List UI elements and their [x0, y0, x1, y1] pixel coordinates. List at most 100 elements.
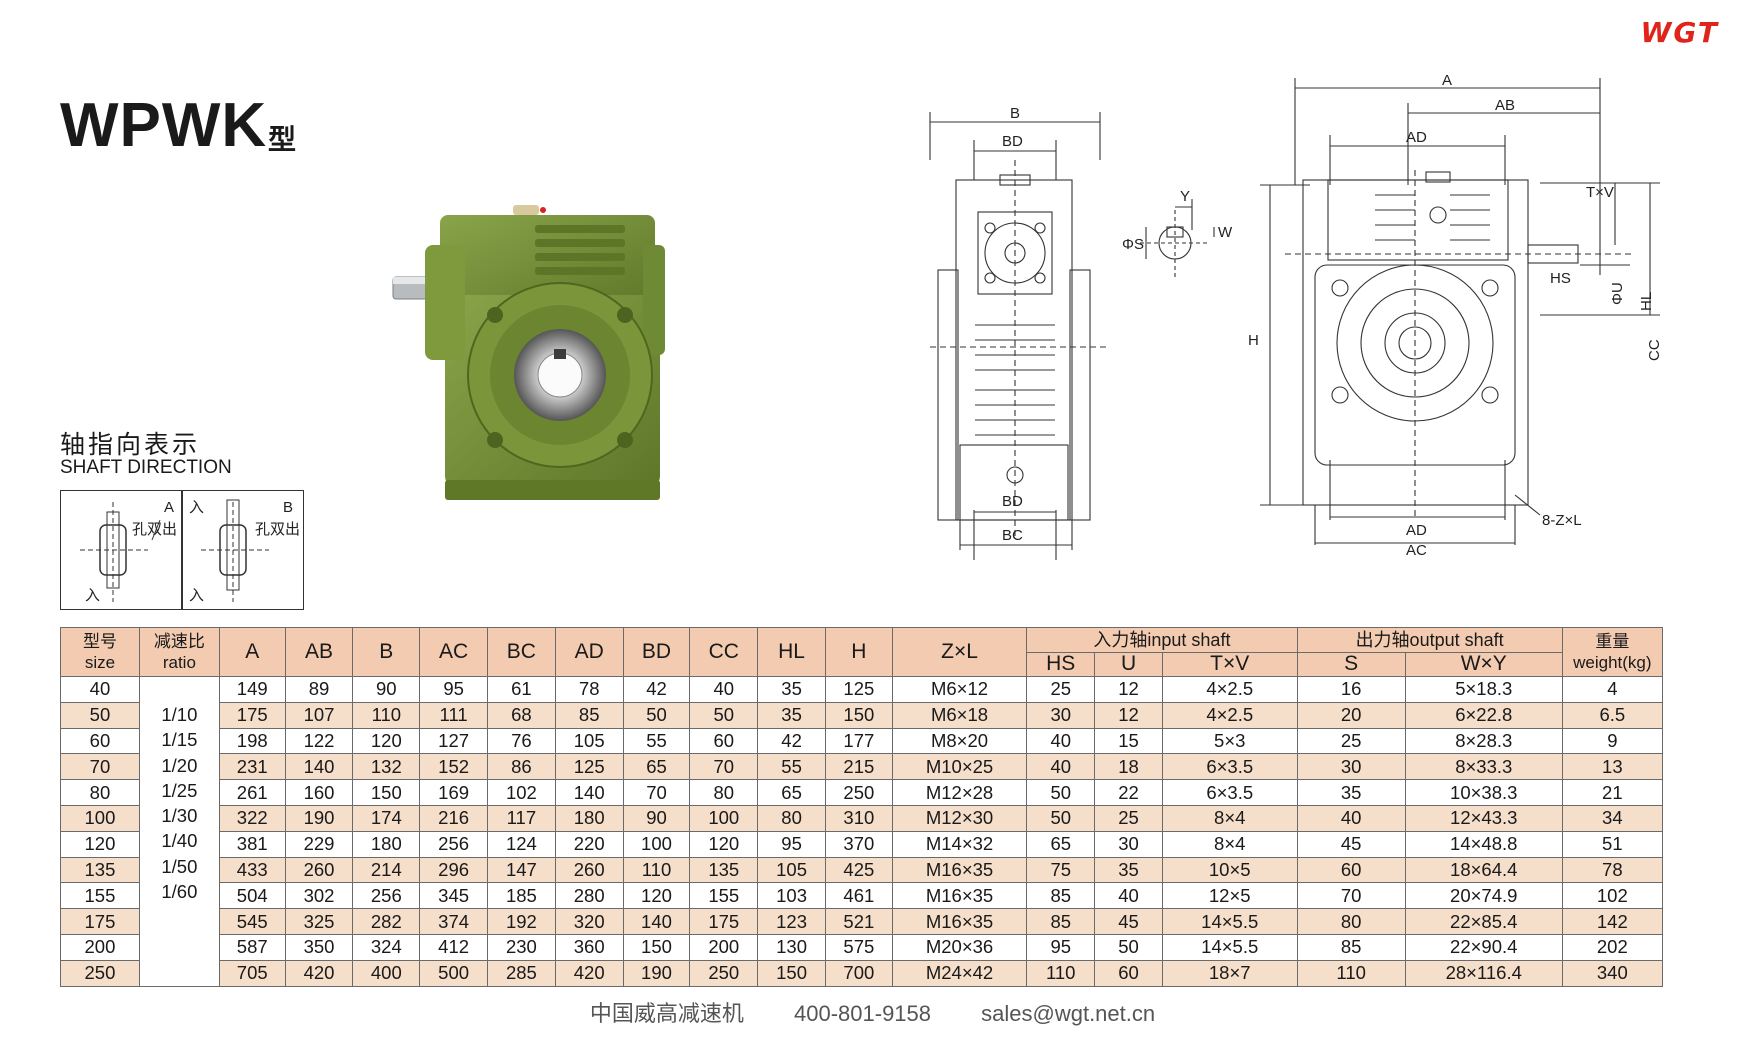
table-cell: 198 [218, 727, 286, 755]
table-cell: 150 [757, 959, 826, 987]
table-cell: 68 [487, 701, 556, 729]
table-cell: 125 [554, 753, 624, 781]
table-cell: 190 [284, 804, 354, 832]
model-suffix: 型 [268, 124, 297, 155]
table-cell: 51 [1561, 830, 1664, 858]
dim-w: W [1218, 224, 1233, 241]
dim-a: A [1442, 75, 1452, 89]
table-cell: 200 [689, 933, 759, 961]
table-cell: 123 [757, 908, 826, 935]
table-cell: 200 [60, 933, 140, 961]
table-cell: 12×43.3 [1404, 804, 1563, 832]
table-cell: 140 [284, 753, 354, 781]
table-cell: 214 [352, 856, 421, 884]
table-cell: 34 [1561, 804, 1664, 832]
table-cell: 250 [689, 959, 759, 987]
table-cell: 185 [487, 882, 556, 910]
header-s: S [1296, 652, 1406, 677]
table-cell: 40 [1296, 804, 1406, 832]
table-cell: 70 [689, 753, 759, 781]
table-cell: 135 [689, 856, 759, 884]
table-cell: 105 [554, 727, 624, 755]
table-cell: 6.5 [1561, 701, 1664, 729]
table-cell: 12 [1094, 676, 1163, 703]
dim-y: Y [1180, 188, 1190, 205]
table-cell: 89 [284, 676, 354, 703]
table-cell: 350 [284, 933, 354, 961]
table-cell: 461 [824, 882, 893, 910]
table-cell: 12×5 [1161, 882, 1298, 910]
table-cell: 95 [1026, 933, 1096, 961]
table-cell: 25 [1026, 676, 1096, 703]
ratio-value: 1/40 [161, 830, 198, 852]
table-cell: 202 [1561, 933, 1664, 961]
table-cell: 310 [824, 804, 893, 832]
table-cell: 587 [218, 933, 286, 961]
gearbox-product-image [392, 205, 665, 500]
table-cell: 18×7 [1161, 959, 1298, 987]
table-cell: M16×35 [891, 882, 1028, 910]
table-cell: 400 [352, 959, 421, 987]
table-cell: 111 [419, 701, 488, 729]
table-cell: 152 [419, 753, 488, 781]
table-cell: 50 [1026, 804, 1096, 832]
dim-bd-bottom: BD [1002, 493, 1023, 510]
header-weight-cn: 重量 [1595, 632, 1630, 651]
side-view-drawing: B BD BD BC [929, 105, 1110, 560]
table-cell: 85 [1026, 908, 1096, 935]
table-cell: 135 [60, 856, 140, 884]
table-cell: 345 [419, 882, 488, 910]
table-cell: 40 [1094, 882, 1163, 910]
table-cell: 60 [689, 727, 759, 755]
table-cell: 15 [1094, 727, 1163, 755]
header-size-cn: 型号 [82, 632, 117, 651]
table-cell: 105 [757, 856, 826, 884]
table-cell: 78 [554, 676, 624, 703]
table-cell: 280 [554, 882, 624, 910]
table-cell: 110 [352, 701, 421, 729]
table-cell: 5×18.3 [1404, 676, 1563, 703]
table-cell: 40 [1026, 753, 1096, 781]
table-cell: 40 [1026, 727, 1096, 755]
table-cell: 260 [554, 856, 624, 884]
table-cell: 504 [218, 882, 286, 910]
table-cell: 60 [1296, 856, 1406, 884]
direction-b-in-top-label: 入 [189, 499, 204, 516]
table-cell: 175 [689, 908, 759, 935]
table-cell: 10×5 [1161, 856, 1298, 884]
table-cell: 216 [419, 804, 488, 832]
dim-u: ΦU [1609, 282, 1626, 305]
table-cell: 120 [622, 882, 691, 910]
table-cell: 322 [218, 804, 286, 832]
table-cell: 130 [757, 933, 826, 961]
table-cell: 55 [622, 727, 691, 755]
table-cell: 6×3.5 [1161, 779, 1298, 806]
header-ratio-cn: 减速比 [153, 632, 205, 651]
ratio-value: 1/15 [161, 729, 198, 751]
table-cell: 190 [622, 959, 691, 987]
table-cell: M6×18 [891, 701, 1028, 729]
header-zl: Z×L [891, 627, 1028, 677]
table-cell: 20 [1296, 701, 1406, 729]
ratio-value: 1/60 [161, 881, 198, 903]
table-cell: 110 [1296, 959, 1406, 987]
table-cell: 13 [1561, 753, 1664, 781]
dim-cc: CC [1646, 339, 1663, 361]
front-view-drawing: A AB AD AD AC H T×V ΦU HL HS CC 8-Z×L [1248, 75, 1663, 555]
header-ratio-en: ratio [162, 653, 196, 672]
table-cell: 100 [689, 804, 759, 832]
table-cell: 8×4 [1161, 804, 1298, 832]
table-cell: 42 [757, 727, 826, 755]
footer: 中国威高减速机 400-801-9158 sales@wgt.net.cn [0, 996, 1745, 1028]
ratio-value: 1/50 [161, 855, 198, 877]
table-cell: 95 [757, 830, 826, 858]
table-cell: 80 [1296, 908, 1406, 935]
table-cell: 250 [60, 959, 140, 987]
table-cell: 120 [352, 727, 421, 755]
table-cell: 103 [757, 882, 826, 910]
table-cell: 90 [352, 676, 421, 703]
direction-b-in-label: 入 [189, 587, 204, 604]
